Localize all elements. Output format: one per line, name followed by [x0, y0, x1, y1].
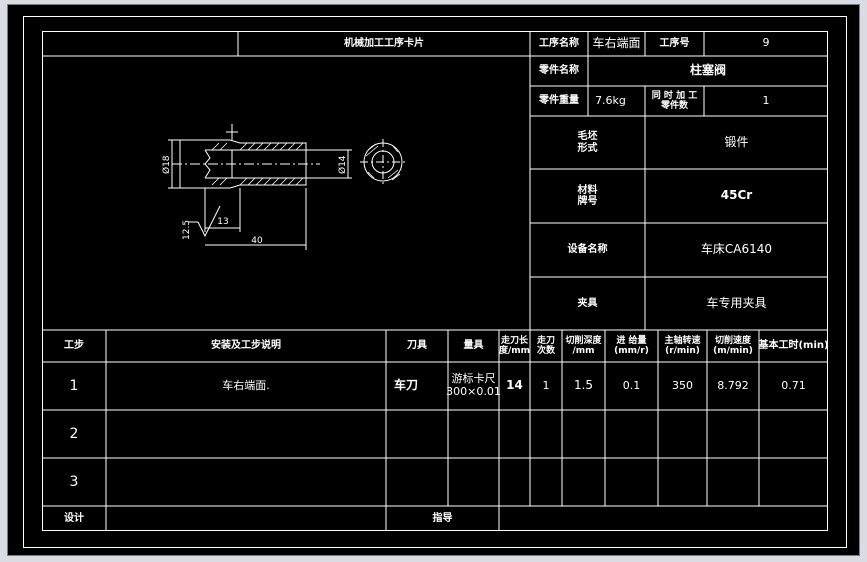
col-header-description: 安装及工步说明 — [211, 340, 281, 352]
col-header-feed-length: 走刀长 度/mm — [498, 335, 531, 356]
material-label: 材料 牌号 — [577, 184, 598, 208]
part-name-label: 零件名称 — [539, 65, 579, 77]
outer-border — [23, 16, 847, 548]
row1-base-time: 0.71 — [781, 378, 806, 392]
part-name-value: 柱塞阀 — [689, 63, 726, 78]
fixture-label: 夹具 — [577, 297, 598, 309]
dim-13: 13 — [217, 216, 229, 227]
row1-step: 1 — [69, 377, 79, 394]
process-no-value: 9 — [762, 36, 770, 50]
col-header-passes: 走刀 次数 — [536, 335, 555, 356]
part-end-view — [360, 139, 406, 185]
row1-feed: 0.1 — [622, 378, 641, 392]
blank-form-value: 锻件 — [724, 134, 749, 149]
col-header-spindle-speed: 主轴转速 (r/min) — [664, 335, 701, 356]
dim-diameter-14: Ø14 — [337, 155, 348, 175]
guide-label: 指导 — [432, 512, 453, 524]
col-header-cut-speed: 切削速度 (m/min) — [713, 335, 753, 356]
card-title: 机械加工工序卡片 — [344, 37, 424, 49]
row3-step: 3 — [69, 473, 79, 490]
process-no-label: 工序号 — [659, 37, 690, 49]
simultaneous-parts-label: 同 时 加 工 零件数 — [651, 90, 698, 111]
part-weight-value: 7.6kg — [595, 93, 626, 107]
row2-step: 2 — [69, 425, 79, 442]
equipment-value: 车床CA6140 — [700, 242, 773, 257]
part-section-view — [168, 124, 352, 250]
row1-cut-speed: 8.792 — [717, 378, 749, 392]
dim-40: 40 — [251, 235, 263, 246]
simultaneous-parts-value: 1 — [762, 93, 770, 107]
col-header-step: 工步 — [64, 340, 84, 352]
process-name-label: 工序名称 — [539, 37, 579, 49]
row1-description: 车右端面. — [222, 378, 270, 392]
blank-form-label: 毛坯 形式 — [577, 131, 598, 154]
cad-viewport — [7, 4, 860, 556]
row1-passes: 1 — [542, 378, 550, 392]
fixture-value: 车专用夹具 — [706, 295, 767, 310]
row1-tool: 车刀 — [393, 378, 418, 393]
row1-spindle-speed: 350 — [672, 378, 693, 392]
part-weight-label: 零件重量 — [539, 95, 579, 107]
row1-gauge: 游标卡尺 300×0.01 — [446, 372, 501, 398]
col-header-base-time: 基本工时(min) — [758, 340, 829, 352]
col-header-gauge: 量具 — [463, 340, 484, 352]
row1-feed-length: 14 — [506, 378, 523, 393]
roughness-value: 12.5 — [181, 219, 192, 241]
design-label: 设计 — [64, 512, 84, 524]
row1-cut-depth: 1.5 — [573, 378, 594, 393]
col-header-tool: 刀具 — [407, 340, 427, 352]
dim-diameter-18: Ø18 — [161, 155, 172, 175]
material-value: 45Cr — [720, 188, 753, 203]
col-header-cut-depth: 切削深度 /mm — [565, 335, 602, 356]
inner-border — [42, 31, 828, 531]
equipment-label: 设备名称 — [567, 244, 608, 256]
col-header-feed: 进 给量 (mm/r) — [614, 335, 649, 356]
process-name-value: 车右端面 — [592, 35, 641, 50]
